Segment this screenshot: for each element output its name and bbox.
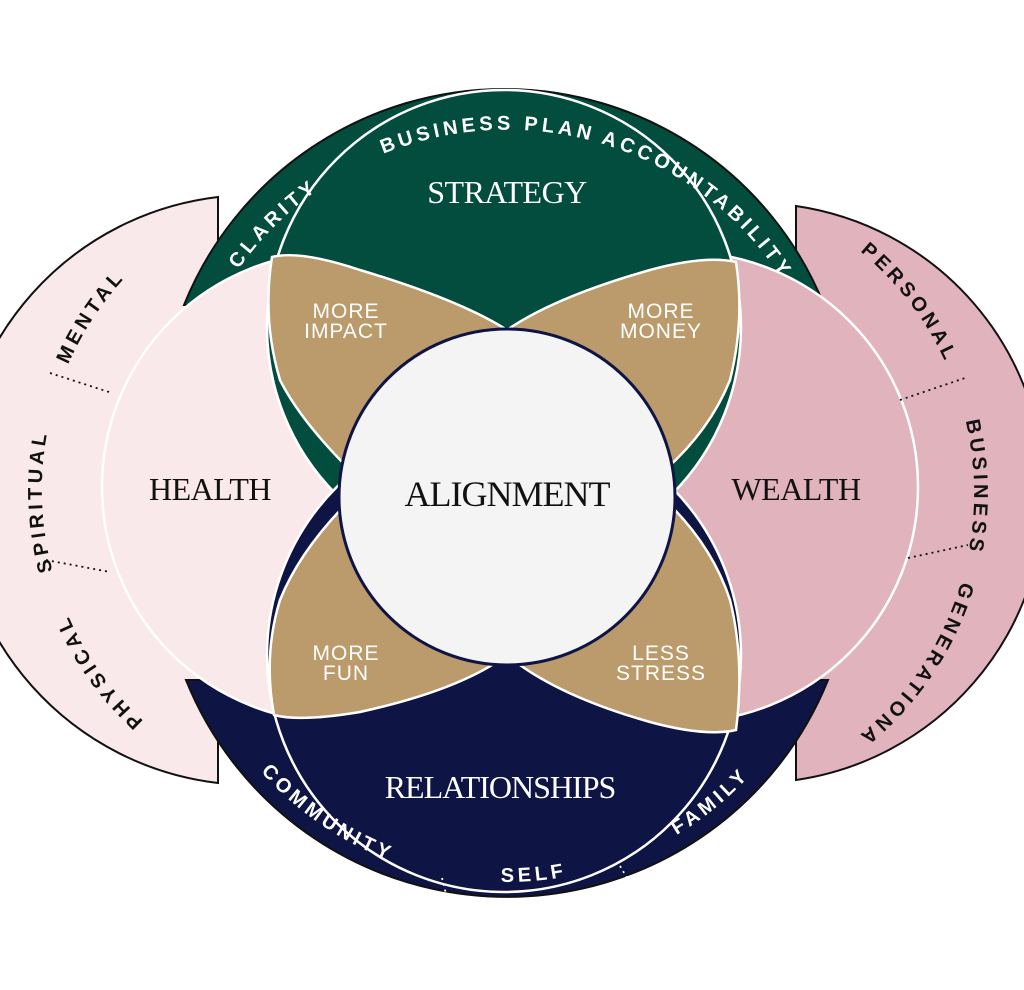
health-label: HEALTH xyxy=(149,471,271,507)
petal-more-fun-line1: MORE xyxy=(313,642,380,665)
wealth-label: WEALTH xyxy=(731,471,861,507)
petal-more-impact-line2: IMPACT xyxy=(304,320,388,343)
relationships-label: RELATIONSHIPS xyxy=(385,769,616,805)
petal-more-fun-line2: FUN xyxy=(323,662,369,685)
petal-less-stress-line2: STRESS xyxy=(616,662,706,685)
alignment-label: ALIGNMENT xyxy=(405,474,611,514)
petal-more-money-line2: MONEY xyxy=(620,320,702,343)
ring-dividers xyxy=(45,39,969,931)
petal-more-impact-line1: MORE xyxy=(313,300,380,323)
petal-less-stress-line1: LESS xyxy=(632,642,690,665)
strategy-label: STRATEGY xyxy=(427,174,587,210)
alignment-center xyxy=(337,327,677,667)
petal-more-money-line1: MORE xyxy=(628,300,695,323)
